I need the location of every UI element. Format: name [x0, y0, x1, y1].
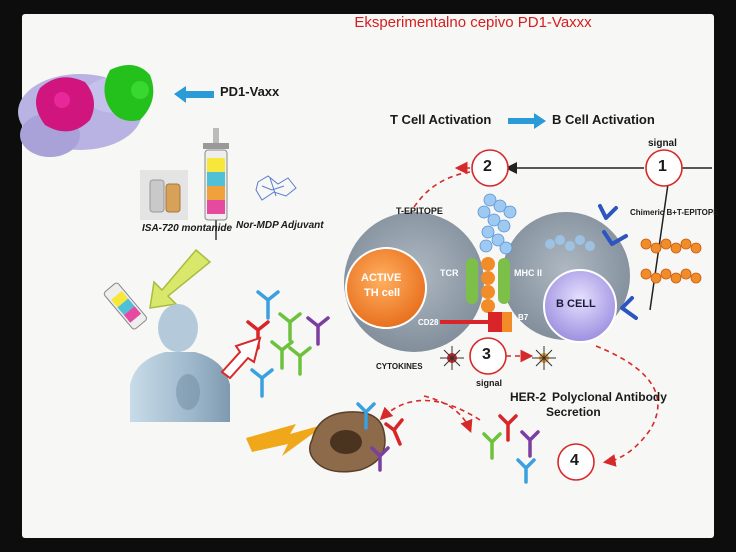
isa720-label: ISA-720 montanide [142, 223, 233, 234]
antibody-cluster [246, 290, 330, 398]
t-cell-activation-label: T Cell Activation [390, 112, 492, 127]
b-cell-activation-label: B Cell Activation [552, 112, 655, 127]
active-th-nucleus [345, 247, 427, 329]
step-4: 4 [570, 452, 579, 469]
syringe-icon [203, 128, 229, 240]
cytokines-label: CYTOKINES [376, 362, 423, 371]
cd28-label: CD28 [418, 318, 439, 327]
lightning-icon [246, 424, 326, 456]
b7-label: B7 [518, 313, 529, 322]
cytokine-burst-icon [440, 346, 556, 370]
pd1-vaxx-arrow [174, 86, 214, 103]
tumor-cell-icon [309, 411, 386, 473]
step-3: 3 [482, 346, 491, 363]
injection-arrow [149, 248, 212, 309]
signal-top-label: signal [648, 138, 677, 149]
vial-icon [140, 170, 188, 220]
tcr-label: TCR [440, 268, 459, 278]
normdp-label: Nor-MDP Adjuvant [236, 220, 324, 231]
activation-arrow [508, 113, 546, 129]
adjuvant-molecule-icon [255, 175, 297, 201]
her2-label: HER-2 [510, 390, 547, 404]
small-syringe-icon [103, 282, 147, 330]
secretion-label: Secretion [546, 405, 601, 419]
chimeric-epitopes [545, 235, 702, 284]
active-label: ACTIVE [361, 272, 402, 284]
peptide-cloud [477, 193, 517, 255]
step-2: 2 [483, 158, 492, 175]
b-cell-label: B CELL [556, 298, 596, 310]
polyclonal-label: Polyclonal Antibody [552, 390, 667, 404]
t-epitope-label: T-EPITOPE [396, 206, 443, 216]
b-cell-receptors [598, 204, 638, 320]
mhc2-label: MHC II [514, 268, 542, 278]
tcr-mhc-complex [466, 257, 510, 313]
th-cell-label: TH cell [364, 287, 401, 299]
page-title: Eksperimentalno cepivo PD1-Vaxxx [354, 14, 592, 31]
protein-structure-icon [18, 65, 154, 157]
secreted-antibodies [482, 414, 540, 484]
antibody-arrow [220, 336, 262, 380]
human-figure-icon [130, 304, 230, 422]
step-1: 1 [658, 158, 667, 175]
b-cell-nucleus [543, 269, 617, 343]
signal-bottom-label: signal [476, 378, 503, 388]
pd1-vaxx-label: PD1-Vaxx [220, 84, 280, 99]
chimeric-label: Chimeric B+T-EPITOPE [630, 208, 719, 217]
cd28-b7-link [440, 312, 512, 332]
tumor-antibodies [356, 402, 404, 472]
step-circles [469, 149, 683, 481]
